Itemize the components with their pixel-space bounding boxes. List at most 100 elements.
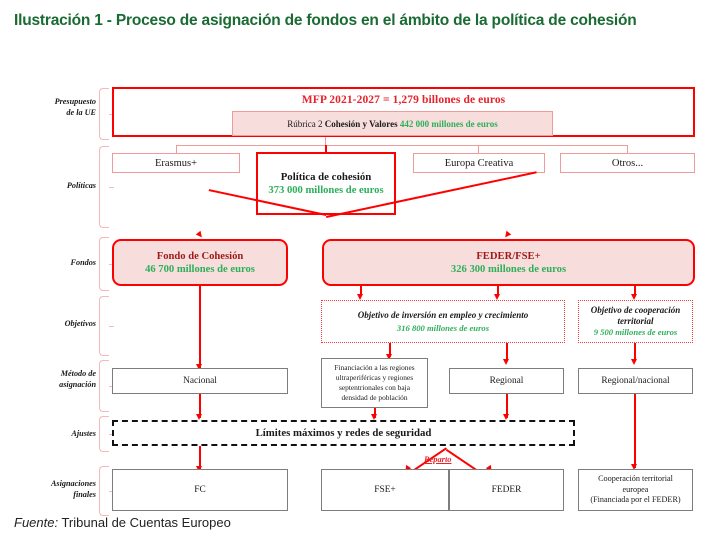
method-label-regional-nacional: Regional/nacional (601, 376, 670, 386)
policy-label-otros: Otros... (611, 157, 644, 169)
objective-amount-cooperacion: 9 500 millones de euros (593, 327, 678, 337)
row-label-politicas-line1: Políticas (66, 181, 96, 190)
objective-box-cooperacion: Objetivo de cooperación territorial 9 50… (578, 300, 693, 343)
policy-box-erasmus: Erasmus+ (112, 153, 240, 173)
bracket-ajustes (99, 416, 114, 452)
connector-budget-vert (325, 137, 327, 146)
connector-feder-drop-3 (634, 286, 636, 296)
row-label-metodo: Método de asignación (18, 368, 96, 390)
connector-financiacion-down (374, 408, 376, 418)
connector-feder-drop-2 (497, 286, 499, 296)
mfp-budget-label: MFP 2021-2027 = 1,279 billones de euros (301, 94, 506, 106)
row-label-presupuesto-line2: de la UE (66, 108, 96, 117)
arrow-to-financiacion-regiones (386, 354, 392, 360)
connector-nacional-down (199, 394, 201, 418)
row-label-asignaciones-line2: finales (73, 490, 96, 499)
final-label-fse: FSE+ (374, 485, 396, 495)
final-box-fc: FC (112, 469, 288, 511)
rubrica-text: Rúbrica 2 Cohesión y Valores 442 000 mil… (287, 119, 497, 129)
bracket-fondos (99, 237, 114, 291)
row-label-objetivos: Objetivos (18, 318, 96, 329)
row-label-asignaciones-line1: Asignaciones (50, 479, 96, 488)
connector-cooperacion-drop (634, 343, 636, 361)
final-box-fse: FSE+ (321, 469, 449, 511)
connector-regional-down (506, 394, 508, 418)
row-label-fondos: Fondos (18, 257, 96, 268)
connector-ajustes-to-fc (199, 446, 201, 470)
arrow-financiacion-to-ajustes (371, 414, 377, 420)
objective-amount-inversion: 316 800 millones de euros (396, 322, 490, 333)
reparto-label: Reparto (424, 455, 452, 464)
row-label-metodo-line2: asignación (59, 380, 96, 389)
method-box-nacional: Nacional (112, 368, 288, 394)
bracket-objetivos (99, 296, 114, 356)
arrow-objetivo-inversion-left (357, 294, 363, 300)
method-label-regional: Regional (489, 376, 524, 386)
arrow-regional-to-ajustes (503, 414, 509, 420)
connector-otros-drop (627, 145, 629, 154)
objective-box-inversion: Objetivo de inversión en empleo y crecim… (321, 300, 565, 343)
connector-feder-drop-1 (360, 286, 362, 296)
method-financiacion-line4: densidad de población (341, 393, 408, 402)
page-title: Ilustración 1 - Proceso de asignación de… (14, 12, 637, 29)
final-cooperacion-line3: (Financiada por el FEDER) (590, 495, 681, 505)
connector-policies-bus (176, 145, 628, 147)
arrow-fc-to-nacional (196, 364, 202, 370)
connector-inversion-drop-right (506, 343, 508, 361)
row-label-metodo-line1: Método de (60, 369, 96, 378)
objective-label-cooperacion-line2: territorial (617, 316, 654, 326)
method-box-regional: Regional (449, 368, 564, 394)
row-label-ajustes: Ajustes (18, 428, 96, 439)
arrow-nacional-to-ajustes (196, 414, 202, 420)
policy-label-cohesion: Política de cohesión (280, 170, 372, 183)
arrow-to-regional-nacional (631, 359, 637, 365)
policy-label-europa-creativa: Europa Creativa (444, 157, 514, 169)
source-text: Tribunal de Cuentas Europeo (58, 515, 231, 530)
adjustments-label: Límites máximos y redes de seguridad (255, 427, 432, 439)
policy-amount-cohesion: 373 000 millones de euros (268, 184, 384, 196)
rubrica-prefix: Rúbrica 2 (287, 118, 325, 129)
fund-amount-feder-fse: 326 300 millones de euros (450, 263, 567, 275)
connector-fc-vertical (199, 286, 201, 368)
connector-erasmus-drop (176, 145, 178, 154)
bracket-presupuesto (99, 88, 114, 140)
arrow-objetivo-inversion-right (494, 294, 500, 300)
row-label-ajustes-line1: Ajustes (71, 429, 96, 438)
row-label-presupuesto-line1: Presupuesto (54, 97, 96, 106)
row-label-asignaciones: Asignaciones finales (18, 478, 96, 500)
connector-inversion-drop-left (389, 343, 391, 357)
method-box-regional-nacional: Regional/nacional (578, 368, 693, 394)
method-box-financiacion-regiones: Financiación a las regiones ultraperifér… (321, 358, 428, 408)
final-box-cooperacion-territorial: Cooperación territorial europea (Financi… (578, 469, 693, 511)
arrow-objetivo-cooperacion (631, 294, 637, 300)
rubrica-bold: Cohesión y Valores (324, 118, 398, 129)
arrow-to-regional (503, 359, 509, 365)
objective-label-inversion: Objetivo de inversión en empleo y crecim… (357, 309, 529, 320)
final-box-feder: FEDER (449, 469, 564, 511)
final-cooperacion-line1: Cooperación territorial (598, 474, 673, 484)
fund-label-fondo-cohesion: Fondo de Cohesión (156, 250, 244, 262)
connector-cohesion-drop (325, 145, 327, 153)
method-financiacion-line2: ultraperiféricas y regiones (335, 373, 414, 382)
policy-label-erasmus: Erasmus+ (154, 157, 198, 169)
rubrica-box: Rúbrica 2 Cohesión y Valores 442 000 mil… (232, 111, 553, 136)
rubrica-amount: 442 000 millones de euros (399, 118, 498, 129)
row-label-fondos-line1: Fondos (70, 258, 96, 267)
arrow-regional-nacional-to-final (631, 464, 637, 470)
row-label-politicas: Políticas (18, 180, 96, 191)
source-note: Fuente: Tribunal de Cuentas Europeo (14, 515, 231, 530)
method-label-nacional: Nacional (183, 376, 217, 386)
fund-amount-fondo-cohesion: 46 700 millones de euros (145, 263, 255, 275)
adjustments-box: Límites máximos y redes de seguridad (112, 420, 575, 446)
objective-label-cooperacion-line1: Objetivo de cooperación (590, 305, 681, 315)
method-financiacion-line1: Financiación a las regiones (334, 363, 415, 372)
connector-europa-drop (478, 145, 480, 154)
fund-label-feder-fse: FEDER/FSE+ (476, 250, 541, 262)
fund-box-fondo-cohesion: Fondo de Cohesión 46 700 millones de eur… (112, 239, 288, 286)
bracket-asignaciones (99, 466, 114, 516)
policy-box-europa-creativa: Europa Creativa (413, 153, 545, 173)
fund-box-feder-fse: FEDER/FSE+ 326 300 millones de euros (322, 239, 695, 286)
final-label-feder: FEDER (491, 485, 522, 495)
source-label: Fuente: (14, 515, 59, 530)
